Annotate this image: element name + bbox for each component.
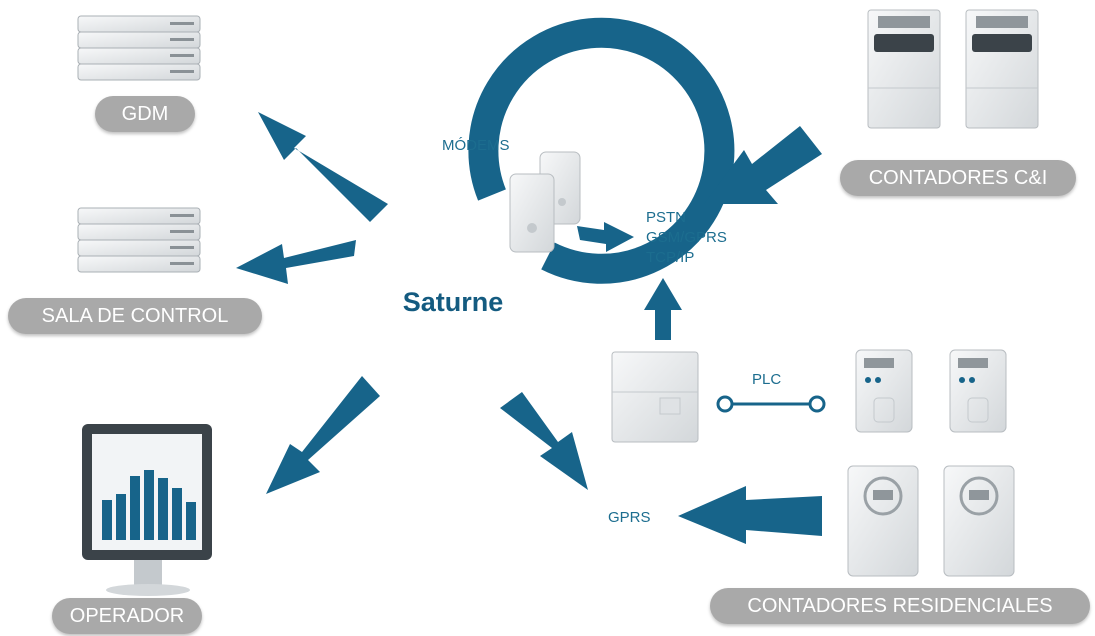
monitor-bar-chart-icon xyxy=(82,424,212,596)
gsm-gprs-label: GSM/GPRS xyxy=(646,229,727,246)
residential-meter-icon xyxy=(855,349,1007,433)
modem-icon xyxy=(509,151,581,253)
arrow-from-ci-meters xyxy=(704,126,822,204)
contadores-ci-label: CONTADORES C&I xyxy=(840,160,1076,196)
contadores-residenciales-label: CONTADORES RESIDENCIALES xyxy=(710,588,1090,624)
data-concentrator-icon xyxy=(611,351,699,443)
server-rack-icon xyxy=(77,15,201,81)
arrow-modems-to-network xyxy=(577,222,634,252)
arrow-to-operador xyxy=(266,376,380,494)
plc-label: PLC xyxy=(752,371,782,388)
gprs-label: GPRS xyxy=(608,509,651,526)
saturne-ring xyxy=(468,17,735,284)
arrow-to-gdm xyxy=(258,112,388,222)
arrow-plc-to-network xyxy=(644,278,682,340)
operador-label: OPERADOR xyxy=(52,598,202,634)
residential-meter-icon xyxy=(847,465,1015,577)
gdm-label: GDM xyxy=(95,96,195,132)
plc-link xyxy=(716,395,826,413)
sala-control-label: SALA DE CONTROL xyxy=(8,298,262,334)
arrow-to-sala-control xyxy=(236,240,356,284)
arrow-to-gprs xyxy=(500,392,588,490)
arrow-from-res-meters xyxy=(678,486,822,544)
server-rack-icon xyxy=(77,207,201,273)
saturne-label: Saturne xyxy=(402,287,504,317)
pstn-label: PSTN xyxy=(646,209,687,226)
tcp-ip-label: TCP/IP xyxy=(646,249,695,266)
modems-label: MÓDEMS xyxy=(442,137,510,154)
industrial-meter-icon xyxy=(867,9,1039,129)
